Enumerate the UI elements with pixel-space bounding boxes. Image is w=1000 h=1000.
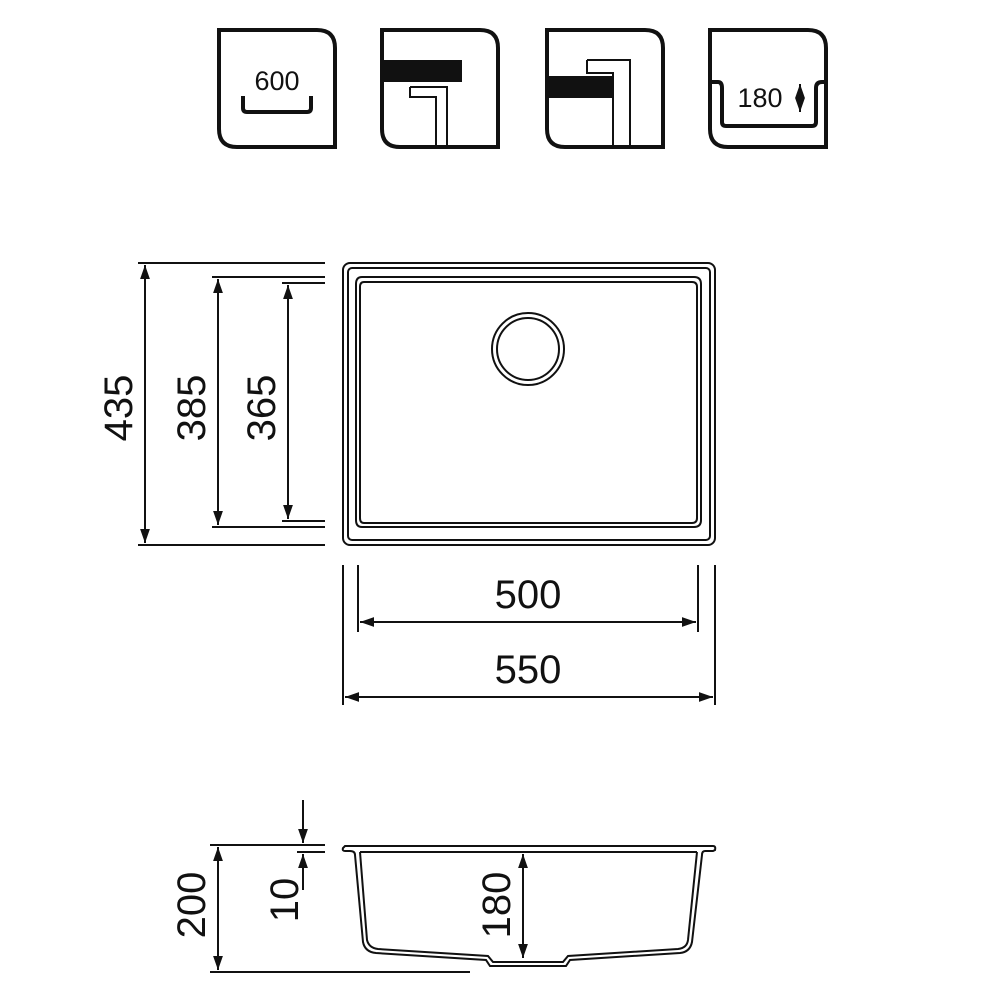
outer-width-label: 550 [495, 648, 562, 692]
outer-depth-label: 435 [97, 375, 141, 442]
bowl-width-label: 500 [495, 573, 562, 617]
flush-mount-icon [545, 28, 665, 149]
bowl-depth-label: 180 [737, 83, 782, 113]
bowl-height-label: 180 [475, 872, 519, 939]
bowl-outline [355, 276, 702, 528]
bowl-depth-icon: 180 [708, 28, 828, 149]
drain-icon [491, 312, 565, 386]
undermount-icon [380, 28, 500, 149]
inner-depth-label: 385 [170, 375, 214, 442]
cabinet-width-icon: 600 [217, 28, 337, 149]
bowl-depth-dim-label: 365 [240, 375, 284, 442]
cabinet-width-label: 600 [254, 66, 299, 96]
rim-thickness-label: 10 [263, 878, 307, 923]
side-view: 200 10 180 [170, 800, 717, 973]
sink-outer-outline [342, 262, 716, 546]
total-height-label: 200 [170, 872, 214, 939]
sink-profile [341, 845, 717, 967]
top-view: 435 385 365 500 550 [97, 262, 716, 705]
